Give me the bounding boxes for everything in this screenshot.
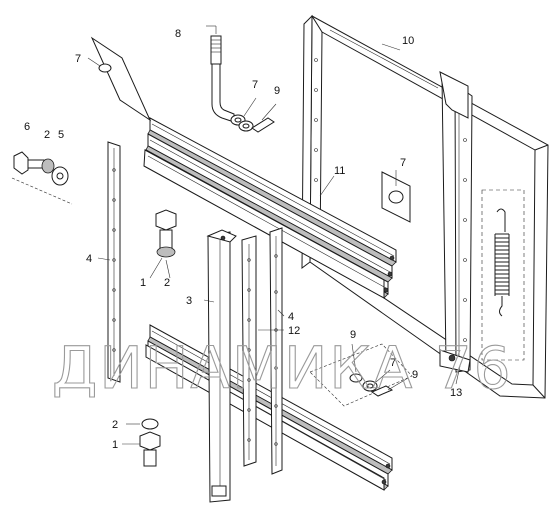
tension-spring — [494, 208, 510, 317]
callout-9-lower-left: 9 — [350, 329, 356, 341]
callout-7-top: 7 — [252, 79, 258, 91]
right-vertical-strip — [269, 227, 283, 475]
callout-1-lower: 1 — [112, 439, 118, 451]
callout-2-upper: 2 — [164, 277, 170, 289]
bolt-set-upper — [155, 209, 177, 258]
lower-washers — [309, 343, 413, 407]
callout-7-right: 7 — [400, 157, 406, 169]
callout-11: 11 — [334, 165, 345, 177]
callout-labels: 7 8 7 9 10 11 7 6 2 5 4 1 2 3 4 12 9 7 9… — [24, 28, 462, 451]
callout-7-lower: 7 — [390, 357, 396, 369]
top-washers — [230, 114, 275, 133]
radiator-frame — [301, 14, 549, 399]
callout-9-lower-right: 9 — [412, 369, 418, 381]
vertical-rod — [206, 229, 237, 503]
bolt-set-left — [11, 151, 73, 205]
callout-7-top-left: 7 — [75, 53, 81, 65]
callout-3: 3 — [186, 295, 192, 307]
left-vertical-strip — [107, 141, 121, 383]
callout-13: 13 — [450, 387, 462, 399]
callout-4-left: 4 — [86, 253, 92, 265]
cover-plate-top-left — [90, 36, 152, 122]
callout-8: 8 — [175, 28, 181, 40]
callout-1-upper: 1 — [140, 277, 146, 289]
callout-2-left: 2 — [44, 129, 50, 141]
upper-shutter-blind — [143, 117, 397, 299]
callout-12: 12 — [288, 325, 300, 337]
callout-5: 5 — [58, 129, 64, 141]
lever-bolt-assembly — [206, 25, 235, 123]
callout-9-top: 9 — [274, 85, 280, 97]
watermark: ДИНАМИКА 76 — [52, 334, 513, 402]
callout-4-right: 4 — [288, 311, 294, 323]
leader-lines — [87, 43, 461, 445]
callout-2-lower: 2 — [112, 419, 118, 431]
cover-plate-right — [381, 171, 411, 223]
bolt-set-lower — [139, 418, 161, 467]
callout-6: 6 — [24, 121, 30, 133]
callout-10: 10 — [402, 35, 414, 47]
middle-vertical-strip — [241, 235, 257, 467]
